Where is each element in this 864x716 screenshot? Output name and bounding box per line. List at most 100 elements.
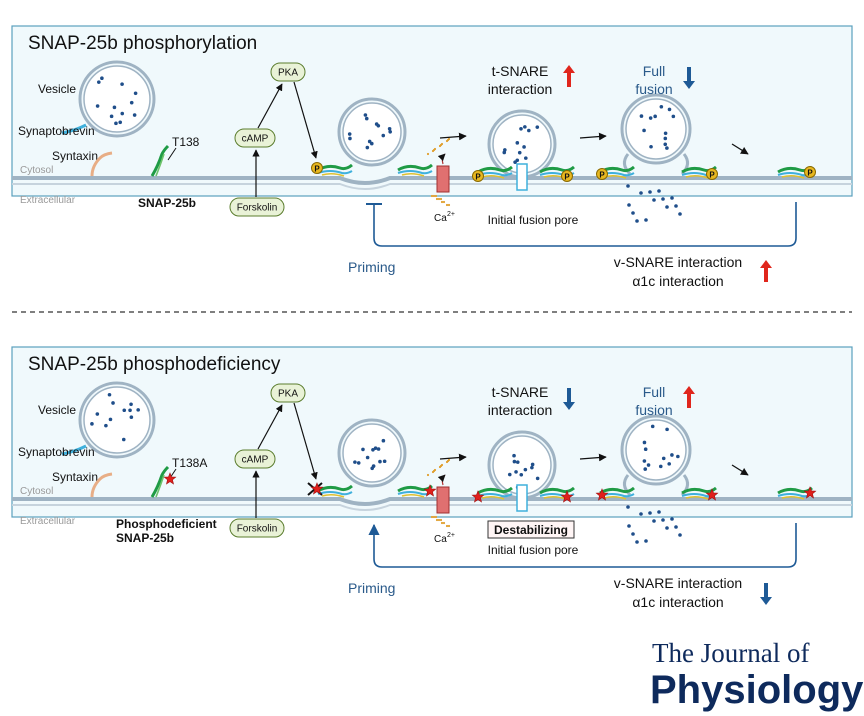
phosphate-label: P <box>314 165 320 174</box>
syntaxin-helix <box>481 495 505 500</box>
vesicle-dot <box>515 460 520 464</box>
forskolin-label: Forskolin <box>237 203 278 214</box>
snap25-protein-2 <box>155 153 165 177</box>
vesicle-dot <box>530 465 534 470</box>
phosphate-badge: P <box>596 168 608 180</box>
tsnare-label-1: interaction <box>488 402 553 418</box>
vesicle-dot <box>658 464 663 469</box>
plasma-membrane-inner <box>12 504 852 511</box>
released-dot <box>644 539 648 543</box>
vesicle-dot <box>129 415 134 420</box>
mutation-star <box>705 488 719 501</box>
snap25-helix <box>539 165 575 174</box>
syntaxin-helix <box>781 495 805 500</box>
plasma-membrane-inner <box>12 183 852 190</box>
released-dot <box>657 189 661 193</box>
vesicle-dot <box>365 145 370 150</box>
syntaxin-label: Syntaxin <box>52 470 98 484</box>
released-dot <box>652 198 656 202</box>
released-dot <box>652 519 656 523</box>
vesicle-dot <box>649 144 653 149</box>
phosphate-label: P <box>709 171 715 180</box>
journal-line2: Physiology <box>650 668 864 712</box>
vesicle-dot <box>387 126 392 131</box>
priming-loop <box>373 202 797 247</box>
vesicle-dot <box>665 146 669 150</box>
calcium-superscript: 2+ <box>447 211 455 218</box>
vesicle-membrane-inner <box>342 102 402 162</box>
vesicle-dot <box>512 453 516 458</box>
camp-label: cAMP <box>242 134 269 145</box>
snare-complex-fusion-left <box>599 486 635 500</box>
phosphate-circle <box>596 168 608 180</box>
vsnare-change-arrow <box>760 260 772 282</box>
mutation-star <box>560 490 574 503</box>
syntaxin-helix <box>685 174 709 179</box>
vesicle-dot <box>667 107 672 112</box>
syntaxin-helix <box>543 495 567 500</box>
vesicle-dot <box>120 82 124 86</box>
vesicle-dot <box>353 460 357 464</box>
released-dot <box>678 533 682 537</box>
released-dot <box>631 211 635 215</box>
destabilizing-box <box>487 520 575 539</box>
phosphate-badge: P <box>706 168 718 180</box>
calcium-dot <box>445 203 449 207</box>
docked-vesicle <box>337 97 407 167</box>
calcium-label: Ca <box>434 534 447 545</box>
vesicle-dot <box>111 401 115 405</box>
full-fusion-change-arrow <box>683 386 695 408</box>
vesicle-dot <box>513 160 517 164</box>
phosphate-circle <box>472 170 484 182</box>
calcium-dot <box>438 465 442 469</box>
syntaxin-helix <box>401 172 425 177</box>
released-dot <box>665 205 669 209</box>
tsnare-change-arrow <box>563 388 575 410</box>
pka-label: PKA <box>278 389 298 400</box>
vesicle-dot <box>97 80 101 84</box>
plasma-membrane <box>12 176 852 185</box>
step-arrow-3 <box>731 143 749 155</box>
snap25-helix <box>599 486 635 495</box>
calcium-dot <box>447 203 451 207</box>
syntaxin-helix <box>603 495 627 500</box>
vesicle-dot <box>363 113 368 117</box>
destabilizing-label: Destabilizing <box>494 523 568 537</box>
fusion-pore-label: Initial fusion pore <box>488 543 579 557</box>
vesicle-dot <box>95 412 100 416</box>
vesicle-dot <box>502 150 507 155</box>
full-fusion-vesicle <box>620 93 692 165</box>
vsnare-change-arrow <box>760 583 772 605</box>
fusion-neck-left <box>623 153 632 176</box>
fusion-neck-left <box>623 474 632 497</box>
snap25-label-0: SNAP-25b <box>138 196 196 210</box>
full-fusion-label-1: fusion <box>635 402 672 418</box>
released-dot <box>657 510 661 514</box>
released-dot <box>674 525 678 529</box>
vesicle-dot <box>122 408 127 413</box>
calcium-dot <box>442 521 446 525</box>
calcium-dot <box>445 524 449 528</box>
synaptobrevin-helix <box>317 170 353 175</box>
released-dot <box>661 197 665 201</box>
tsnare-label-1: interaction <box>488 81 553 97</box>
full-fusion-label-1: fusion <box>635 81 672 97</box>
step-arrow-1 <box>439 453 467 462</box>
snare-complex-docked-left <box>317 484 353 498</box>
vesicle-dot <box>348 136 352 141</box>
vesicle-dot <box>650 424 655 429</box>
snap25-helix <box>539 486 575 495</box>
calcium-dot <box>437 197 441 201</box>
phosphate-label: P <box>475 173 481 182</box>
calcium-dot <box>438 144 442 148</box>
synaptobrevin-stalk <box>61 444 87 456</box>
vesicle-dot <box>100 76 104 81</box>
released-dot <box>648 511 652 515</box>
vesicle-dot <box>388 129 392 134</box>
step-arrow-3 <box>731 464 749 476</box>
panel-title: SNAP-25b phosphodeficiency <box>28 354 281 375</box>
fusion-pore <box>516 484 528 512</box>
forskolin: Forskolin <box>229 518 285 538</box>
vesicle-dot <box>670 453 674 457</box>
phosphate-circle <box>561 170 573 182</box>
